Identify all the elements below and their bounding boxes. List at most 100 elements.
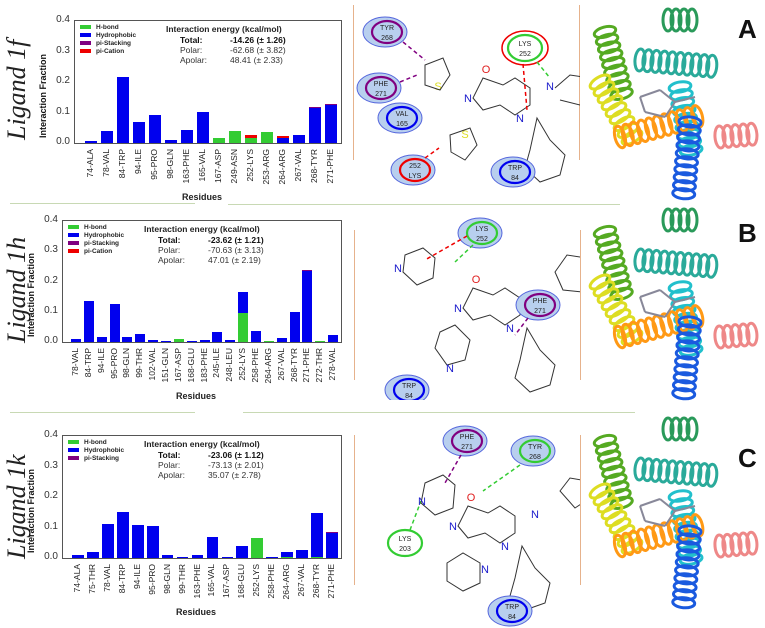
- x-tick-label: 151-GLN: [159, 348, 170, 383]
- separator-line: [10, 412, 195, 413]
- legend-swatch: [68, 241, 79, 245]
- bar[interactable]: [100, 131, 114, 143]
- helix-ribbon: [713, 530, 759, 559]
- x-tick-label: 278-VAL: [327, 348, 338, 381]
- bar[interactable]: [289, 312, 300, 342]
- residue-label: LYS: [476, 226, 489, 233]
- bar[interactable]: [228, 131, 242, 143]
- bar[interactable]: [302, 270, 313, 342]
- bar[interactable]: [324, 103, 338, 143]
- bar[interactable]: [173, 339, 184, 342]
- x-tick-label: 84-TRP: [116, 564, 127, 594]
- x-tick-label: 84-TRP: [117, 149, 128, 179]
- bar[interactable]: [238, 291, 249, 342]
- bar[interactable]: [212, 138, 226, 143]
- legend-label: pi-Cation: [84, 247, 113, 255]
- bar[interactable]: [160, 341, 171, 342]
- energy-label: Apolar:: [158, 470, 185, 480]
- residue-label: 84: [508, 614, 516, 621]
- x-tick-label: 163-PHE: [191, 564, 202, 599]
- bar-segment-h-bond: [251, 537, 264, 558]
- bar[interactable]: [276, 338, 287, 342]
- bar[interactable]: [72, 554, 84, 558]
- bar[interactable]: [244, 135, 258, 143]
- bar[interactable]: [212, 332, 223, 342]
- x-tick-label: 248-LEU: [224, 348, 235, 382]
- bar[interactable]: [196, 111, 210, 143]
- interaction-energy-box: Interaction energy (kcal/mol)Total:-23.6…: [144, 224, 264, 265]
- bar[interactable]: [311, 512, 323, 558]
- x-tick-label: 252-LYS: [237, 348, 248, 381]
- bar[interactable]: [260, 131, 274, 143]
- bar[interactable]: [109, 303, 120, 342]
- bar[interactable]: [148, 115, 162, 143]
- x-tick-label: 98-GLN: [121, 348, 132, 378]
- bar[interactable]: [263, 340, 274, 342]
- bar-segment-hydrophobic: [186, 340, 197, 342]
- bar[interactable]: [186, 340, 197, 342]
- bar[interactable]: [296, 550, 308, 558]
- residue-label: 271: [461, 444, 473, 451]
- bar[interactable]: [328, 335, 339, 342]
- bar[interactable]: [176, 557, 189, 558]
- bar[interactable]: [251, 537, 264, 558]
- bar-segment-hydrophobic: [276, 338, 287, 342]
- y-tick-label: 0.3: [44, 459, 58, 471]
- bar[interactable]: [70, 338, 81, 342]
- bar[interactable]: [87, 552, 99, 558]
- bar[interactable]: [161, 554, 174, 558]
- bar[interactable]: [250, 330, 261, 342]
- bar-segment-hydrophobic: [131, 525, 144, 558]
- x-tick-label: 268-TYR: [310, 564, 321, 599]
- bar[interactable]: [132, 121, 146, 143]
- bar[interactable]: [116, 76, 130, 143]
- legend-label: Hydrophobic: [96, 31, 137, 39]
- bar-segment-hydrophobic: [135, 334, 146, 342]
- bar[interactable]: [148, 340, 159, 342]
- bar[interactable]: [308, 107, 322, 143]
- protein-structure-image: [588, 7, 759, 201]
- helix-ribbon: [661, 207, 699, 233]
- divider-line: [579, 5, 580, 160]
- bar[interactable]: [199, 340, 210, 342]
- legend-item: Hydrophobic: [68, 446, 124, 454]
- bar[interactable]: [131, 525, 144, 558]
- bar-segment-h-bond: [263, 340, 274, 342]
- bar[interactable]: [281, 551, 293, 558]
- bar[interactable]: [225, 339, 236, 342]
- helix-ribbon: [633, 456, 719, 488]
- bar[interactable]: [117, 511, 129, 558]
- bar[interactable]: [146, 525, 159, 558]
- bar[interactable]: [84, 140, 98, 143]
- energy-value: -23.06 (± 1.12): [208, 450, 264, 460]
- bar[interactable]: [292, 135, 306, 143]
- bar[interactable]: [83, 301, 94, 342]
- bar[interactable]: [191, 555, 204, 558]
- bar[interactable]: [276, 136, 290, 143]
- bar[interactable]: [135, 334, 146, 342]
- bar[interactable]: [96, 337, 107, 342]
- bar-chart-plot: [74, 20, 342, 144]
- bar[interactable]: [326, 531, 338, 558]
- bar[interactable]: [266, 557, 278, 558]
- bar-segment-hydrophobic: [100, 131, 114, 143]
- bar[interactable]: [236, 546, 249, 558]
- bar[interactable]: [315, 340, 326, 342]
- bar[interactable]: [206, 536, 219, 558]
- legend-label: pi-Stacking: [84, 239, 120, 247]
- bar-segment-hydrophobic: [221, 557, 234, 558]
- helix-ribbon: [633, 247, 719, 279]
- bar[interactable]: [180, 130, 194, 143]
- bar[interactable]: [122, 337, 133, 342]
- bar[interactable]: [164, 140, 178, 143]
- bar-segment-hydrophobic: [148, 340, 159, 342]
- bar-segment-hydrophobic: [225, 339, 236, 342]
- bar[interactable]: [102, 524, 114, 558]
- y-tick-label: 0.3: [44, 244, 58, 256]
- bar-segment-hydrophobic: [160, 341, 171, 342]
- bar-segment-pi-cation: [244, 135, 258, 138]
- svg-text:N: N: [394, 263, 402, 275]
- bar[interactable]: [221, 557, 234, 558]
- x-tick-label: 98-GLN: [161, 564, 172, 594]
